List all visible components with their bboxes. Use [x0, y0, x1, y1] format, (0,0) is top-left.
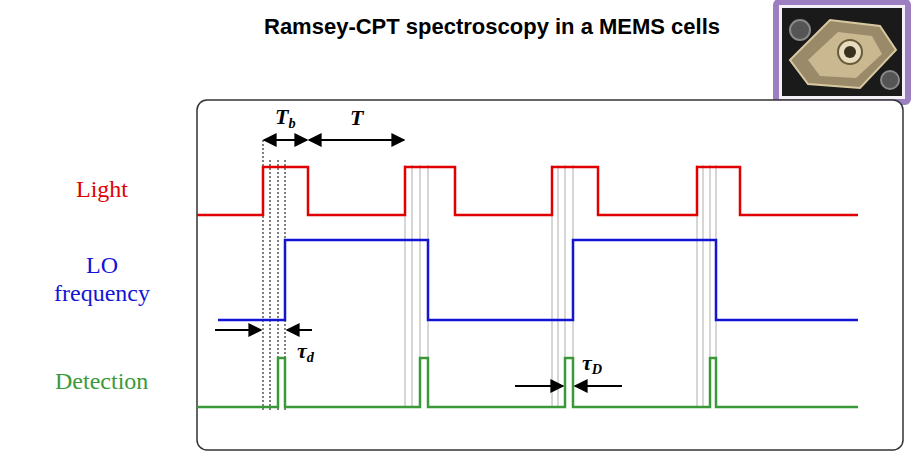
panel-frame: [197, 100, 903, 450]
duration-label: τD: [582, 350, 602, 378]
guide-lines: [405, 165, 716, 407]
label-text: Light: [76, 176, 128, 204]
label-text: τD: [582, 350, 602, 378]
title-text: Ramsey-CPT spectroscopy in a MEMS cells: [264, 14, 720, 40]
label-text: Tb: [275, 104, 296, 132]
diagram-title: Ramsey-CPT spectroscopy in a MEMS cells: [264, 14, 720, 40]
signal-name: Detection: [55, 368, 148, 396]
label-text: LO frequency: [42, 252, 162, 307]
signal-name: Light: [76, 176, 128, 204]
label-text: Detection: [55, 368, 148, 396]
light-waveform: [197, 167, 858, 215]
label-text: T: [350, 105, 363, 130]
duration-label: τd: [297, 338, 314, 366]
dimension-arrow: [215, 140, 622, 386]
lo-waveform: [218, 240, 858, 320]
label-text: τd: [297, 338, 314, 366]
signal-name: LO frequency: [42, 252, 162, 307]
detection-waveform: [197, 358, 858, 407]
mems-cell-photo: [776, 2, 908, 102]
duration-label: T: [350, 105, 363, 130]
guide-lines: [263, 140, 285, 410]
duration-label: Tb: [275, 104, 296, 132]
